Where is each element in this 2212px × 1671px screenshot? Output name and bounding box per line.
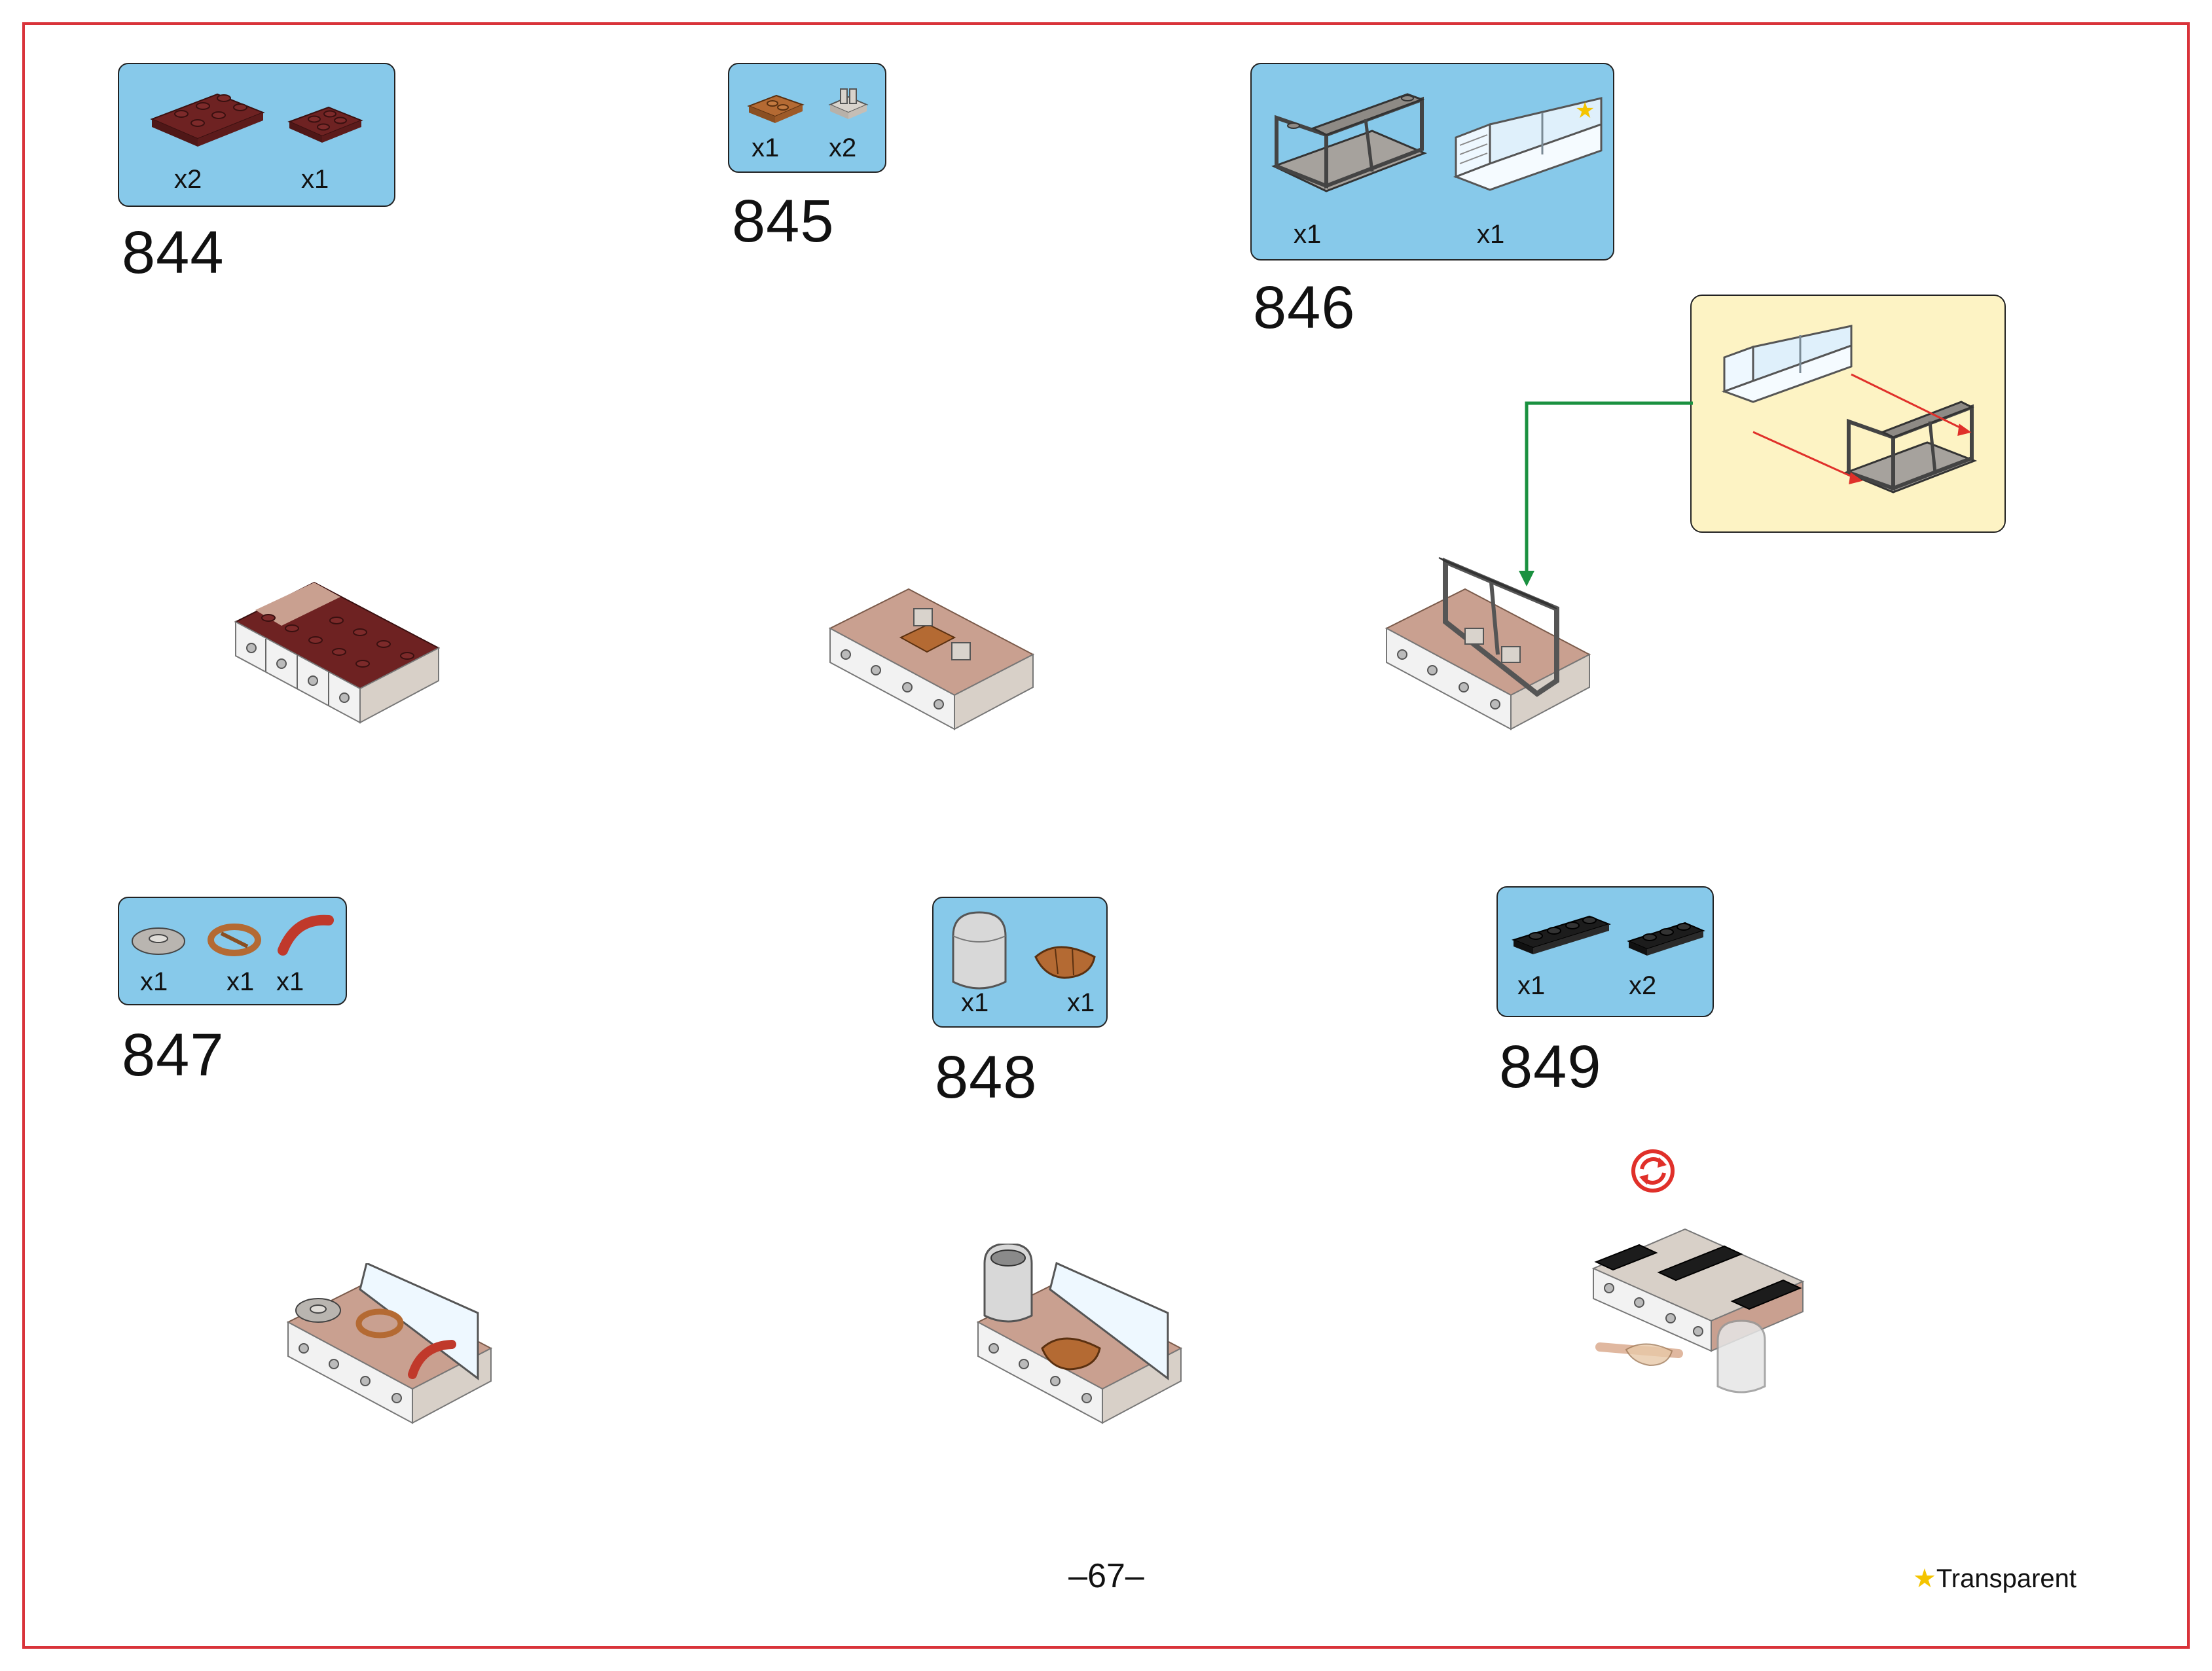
pretzel-icon xyxy=(208,924,261,956)
brown-plate-1x2-icon xyxy=(747,94,805,123)
page-border xyxy=(22,22,2190,1649)
part-qty: x1 xyxy=(1294,220,1322,249)
croissant-icon xyxy=(1034,946,1096,979)
page-number: –67– xyxy=(1068,1557,1144,1595)
parts-icons-849 xyxy=(1512,915,1705,956)
step-number-849: 849 xyxy=(1499,1033,1602,1100)
model-step-846 xyxy=(1385,557,1591,730)
star-icon: ★ xyxy=(1913,1564,1936,1593)
transparent-star-icon: ★ xyxy=(1575,98,1595,124)
black-plate-1x4-icon xyxy=(1512,915,1611,954)
transparent-round-brick-icon xyxy=(952,911,1007,990)
model-step-847 xyxy=(286,1263,493,1424)
parts-icons-846: ★ xyxy=(1271,93,1603,192)
transparent-windscreen-icon xyxy=(1453,97,1603,191)
legend-text: Transparent xyxy=(1936,1564,2077,1593)
model-step-845 xyxy=(828,588,1035,730)
parts-list-845: x1 x2 xyxy=(728,63,886,173)
clip-plate-icon xyxy=(828,88,869,119)
step-number-847: 847 xyxy=(122,1022,225,1088)
part-qty: x1 xyxy=(227,967,255,996)
parts-icons-847 xyxy=(132,914,334,956)
parts-list-847: x1 x1 x1 xyxy=(118,897,347,1005)
step-number-846: 846 xyxy=(1253,274,1356,341)
parts-list-848: x1 x1 xyxy=(932,897,1108,1028)
red-guide-arrows xyxy=(1752,373,1972,484)
part-qty: x1 xyxy=(1517,971,1546,1000)
part-qty: x1 xyxy=(961,988,989,1017)
model-step-844 xyxy=(234,581,441,724)
sausage-icon xyxy=(278,914,334,956)
model-step-849 xyxy=(1591,1228,1805,1393)
part-qty: x1 xyxy=(301,165,329,194)
step-number-844: 844 xyxy=(122,219,225,286)
part-qty: x1 xyxy=(276,967,304,996)
parts-icons-845 xyxy=(747,88,869,123)
parts-list-844: x2 x1 xyxy=(118,63,395,207)
callout-diagram xyxy=(1721,325,1978,494)
black-plate-1x3-icon xyxy=(1627,922,1705,956)
part-qty: x2 xyxy=(1629,971,1657,1000)
step-number-845: 845 xyxy=(732,188,835,255)
transparency-legend: ★Transparent xyxy=(1913,1564,2076,1593)
step-number-848: 848 xyxy=(935,1044,1038,1111)
dark-red-plate-2x2-icon xyxy=(287,106,363,143)
gray-windscreen-frame-icon xyxy=(1843,401,1978,494)
part-qty: x1 xyxy=(752,134,780,162)
part-qty: x1 xyxy=(140,967,168,996)
callout-connector-arrow xyxy=(1519,401,1693,586)
part-qty: x2 xyxy=(829,134,857,162)
part-qty: x1 xyxy=(1477,220,1505,249)
parts-icons-844 xyxy=(150,93,363,147)
parts-list-846: ★ x1 x1 xyxy=(1250,63,1614,261)
parts-icons-848 xyxy=(952,911,1096,990)
part-qty: x2 xyxy=(174,165,202,194)
dark-red-plate-2x3-icon xyxy=(150,93,265,147)
callout-846 xyxy=(1690,295,2006,533)
model-step-848 xyxy=(976,1244,1183,1424)
rotate-model-icon xyxy=(1631,1149,1675,1193)
part-qty: x1 xyxy=(1067,988,1095,1017)
transparent-windscreen-icon xyxy=(1721,325,1853,403)
gray-windscreen-frame-icon xyxy=(1271,93,1427,192)
gray-round-tile-icon xyxy=(132,927,185,955)
parts-list-849: x1 x2 xyxy=(1496,886,1714,1017)
